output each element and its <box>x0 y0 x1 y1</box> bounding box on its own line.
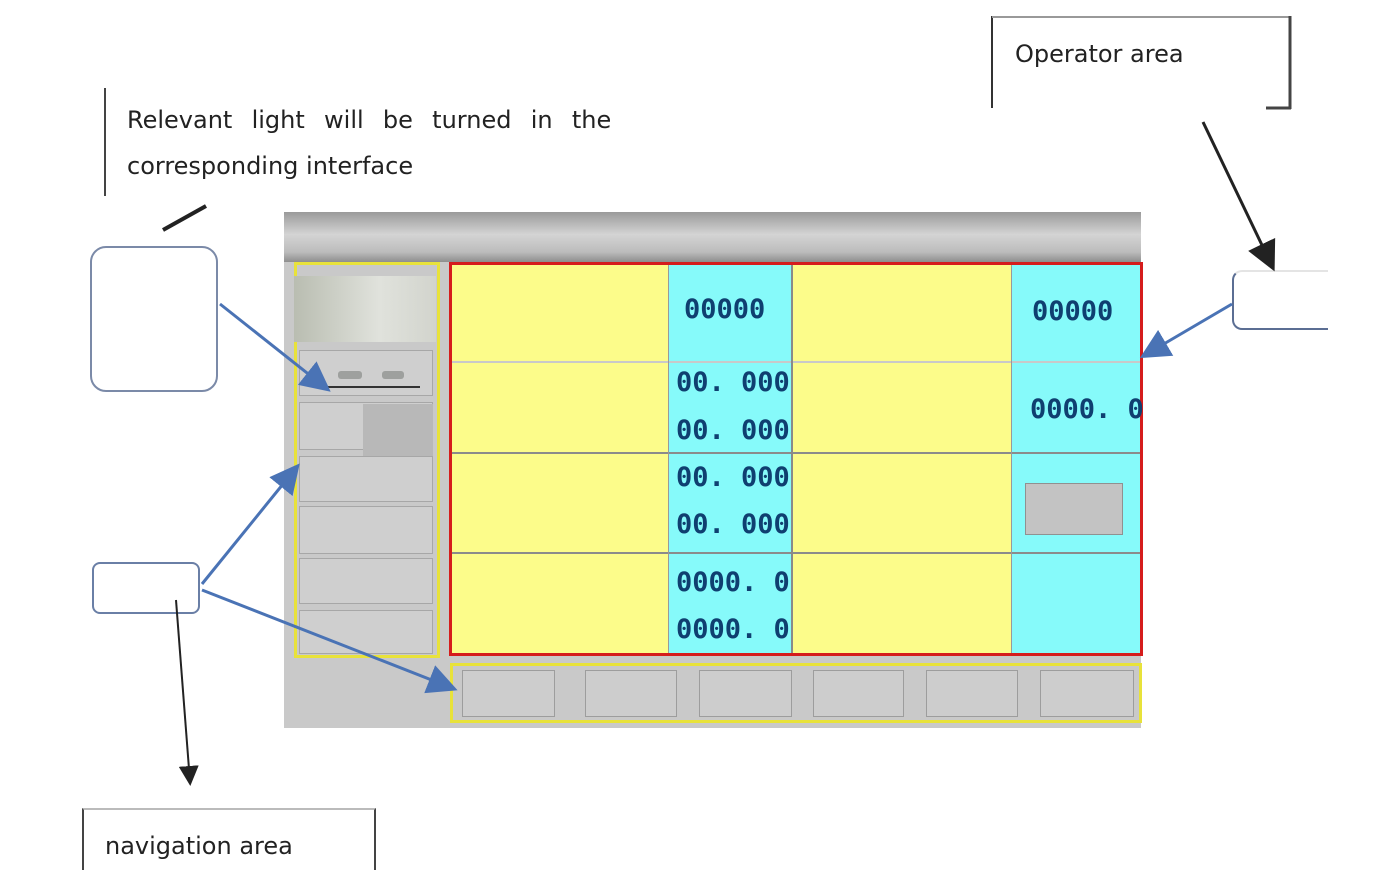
col-divider-3 <box>1011 265 1012 653</box>
value-col2-row4a: 0000. 0 <box>676 567 790 598</box>
value-col2-row1: 00000 <box>684 294 766 325</box>
nav-item-6[interactable] <box>299 610 433 654</box>
row-divider-2 <box>452 452 1140 454</box>
operator-area-bracket <box>991 16 1292 110</box>
nav-indicator-light-row[interactable] <box>299 350 433 396</box>
operator-area-label: Operator area <box>1015 40 1184 68</box>
screen-title-bar <box>284 212 1141 262</box>
softkey-1[interactable] <box>462 670 555 717</box>
status-block[interactable] <box>1025 483 1123 535</box>
operator-grid-arrow <box>1139 302 1233 359</box>
value-col4-row2: 0000. 0 <box>1030 394 1144 425</box>
light-note-line2: corresponding interface <box>127 152 414 180</box>
light-note-line1: Relevant light will be turned in the <box>127 106 612 134</box>
value-col2-row3b: 00. 000 <box>676 509 790 540</box>
indicator-light-icon <box>338 371 362 379</box>
indicator-light-icon-2 <box>382 371 404 379</box>
indicator-line <box>326 386 420 388</box>
value-col2-row3a: 00. 000 <box>676 462 790 493</box>
value-col2-row2b: 00. 000 <box>676 415 790 446</box>
softkey-bar <box>450 663 1142 723</box>
operator-label-arrow <box>1201 121 1276 272</box>
nav-header-block <box>294 276 436 342</box>
softkey-3[interactable] <box>699 670 792 717</box>
indicator-light-box <box>90 246 218 392</box>
nav-item-2-highlight <box>363 404 433 460</box>
row-divider-1 <box>452 361 1140 363</box>
nav-item-3[interactable] <box>299 456 433 502</box>
col-divider-2 <box>791 265 793 653</box>
softkey-5[interactable] <box>926 670 1018 717</box>
value-col2-row4b: 0000. 0 <box>676 614 790 645</box>
operator-pointer-box <box>1232 270 1328 330</box>
softkey-2[interactable] <box>585 670 677 717</box>
light-note-callout: Relevant light will be turned in the cor… <box>104 88 644 198</box>
nav-label-arrow <box>175 599 199 786</box>
col-divider-1 <box>668 265 669 653</box>
value-col2-row2a: 00. 000 <box>676 367 790 398</box>
nav-item-5[interactable] <box>299 558 433 604</box>
operator-area-callout: Operator area <box>990 16 1292 110</box>
value-column-right <box>1011 265 1140 653</box>
note-pointer-line <box>162 204 207 232</box>
nav-panel-arrow <box>200 463 300 585</box>
value-column-left <box>668 265 792 653</box>
row-divider-3 <box>452 552 1140 554</box>
softkey-4[interactable] <box>813 670 904 717</box>
nav-item-4[interactable] <box>299 506 433 554</box>
navigation-area-label: navigation area <box>105 832 293 860</box>
light-note-divider <box>104 88 106 196</box>
softkey-6[interactable] <box>1040 670 1134 717</box>
value-col4-row1: 00000 <box>1032 296 1114 327</box>
navigation-pointer-box <box>92 562 200 614</box>
operator-grid <box>449 262 1143 656</box>
navigation-area-callout: navigation area <box>82 808 376 870</box>
